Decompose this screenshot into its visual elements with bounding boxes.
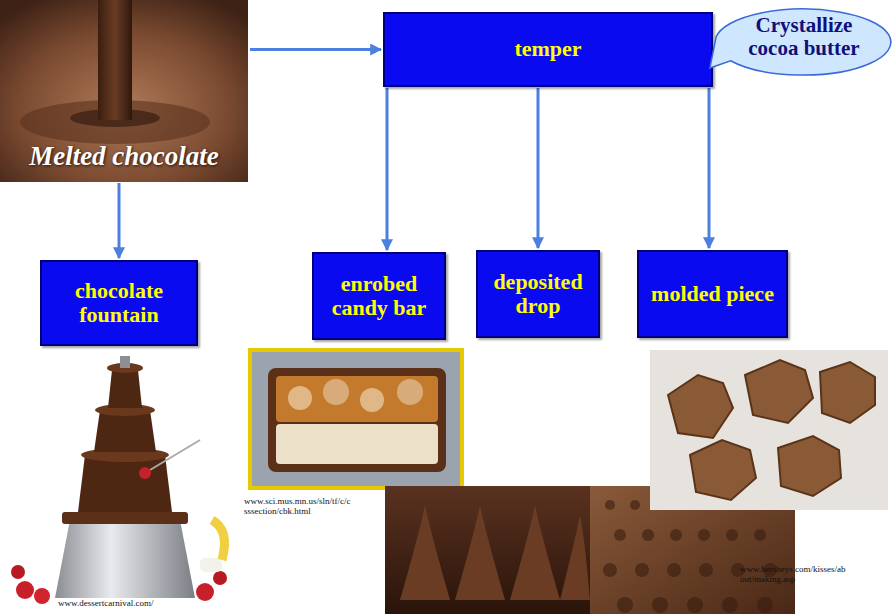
- fountain-picture: [11, 356, 227, 604]
- flow-arrow: [537, 88, 540, 248]
- melt-photo: [0, 0, 248, 182]
- node-text: deposited drop: [478, 264, 598, 324]
- flow-arrow: [708, 88, 711, 248]
- product-box: enrobed candy bar: [312, 252, 446, 340]
- flow-arrow: [386, 88, 389, 250]
- product-box: molded piece: [637, 250, 788, 338]
- candy-bar-picture: [250, 350, 462, 488]
- node-text: chocolate fountain: [42, 273, 196, 333]
- flow-arrow: [118, 183, 121, 258]
- source-url: www.sci.mus.mn.us/sln/tf/c/c sssection/c…: [244, 496, 384, 517]
- molded-picture: [650, 350, 888, 510]
- source-url: www.dessertcarnival.com/: [58, 598, 198, 608]
- node-text: enrobed candy bar: [314, 266, 444, 326]
- photo-panel: Melted chocolate: [0, 0, 248, 182]
- source-url: www.hersheys.com/kisses/ab out/making.as…: [740, 564, 880, 585]
- node-text: temper: [506, 31, 589, 67]
- product-box: chocolate fountain: [40, 260, 198, 346]
- pour-stream: [98, 0, 132, 120]
- callout-bubble: Crystallize cocoa butter: [714, 2, 892, 72]
- process-box: temper: [383, 12, 713, 87]
- flow-arrow: [250, 48, 381, 51]
- node-text: Crystallize cocoa butter: [714, 14, 892, 60]
- product-box: deposited drop: [476, 250, 600, 338]
- node-text: molded piece: [643, 276, 782, 312]
- node-text: Melted chocolate: [0, 141, 248, 172]
